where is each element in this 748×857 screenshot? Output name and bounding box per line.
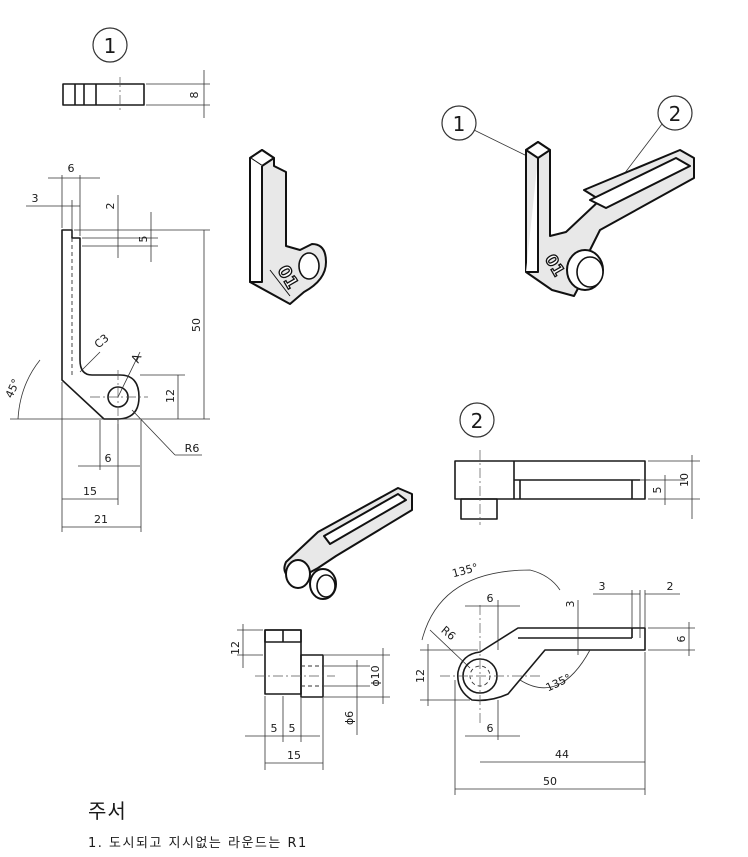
dim-arm-slot: 2 [667,580,674,593]
dim-height: 50 [190,318,203,332]
dim-neck-width: 5 [289,722,296,735]
dim-chamfer: C3 [92,332,112,351]
dim-hole-height: 12 [164,389,177,403]
svg-text:2: 2 [669,102,682,126]
notes-line-1: 1. 도시되고 지시없는 라운드는 R1 [88,836,308,851]
dim-plan-thickness: 8 [188,92,201,99]
assembly-balloon-1 [441,105,477,141]
dim-angle-top: 135° [451,561,480,580]
dim-head-height: 12 [229,641,242,655]
dim-shaft-dia: ϕ10 [369,665,382,686]
notes-title: 주서 [88,799,127,823]
dim-pin-dia: ϕ6 [343,711,356,725]
dim-bottom-offset: 6 [487,722,494,735]
dim-overall-width: 21 [94,513,108,526]
dim-part2-radius: R6 [438,624,458,643]
assembly-balloon-2 [657,95,693,131]
part2-front-view: 135° R6 6 3 3 2 6 135° 12 6 [414,561,695,795]
part2-side-view: 12 ϕ10 ϕ6 5 5 15 [229,624,390,770]
dim-step: 5 [137,236,150,243]
dim-top-offset: 6 [487,592,494,605]
svg-text:1: 1 [453,112,466,136]
dim-overall-length: 50 [543,775,557,788]
dim-height-10: 10 [678,473,691,487]
part1-plan-view: 8 [62,70,210,118]
part1-front-view: 6 3 2 5 50 C3 A 45° 12 R6 [3,162,210,532]
dim-arm-height: 6 [675,636,688,643]
dim-offset-left: 3 [32,192,39,205]
dim-slot-height: 5 [651,487,664,494]
dim-slot-depth-3: 3 [564,601,577,608]
svg-text:1: 1 [104,34,117,58]
part1-isometric: 01 [249,149,327,305]
part2-isometric [283,487,413,600]
section-mark: A [128,351,144,365]
dim-head-width: 5 [271,722,278,735]
part1-balloon: 1 [92,27,128,63]
part2-top-view: 5 10 [454,450,700,525]
dim-hole-center-x: 15 [83,485,97,498]
assembly-isometric: 1 2 01 [441,95,695,297]
dim-hole-offset: 6 [105,452,112,465]
part2-balloon: 2 [459,402,495,438]
svg-text:2: 2 [471,409,484,433]
dim-arm-length: 44 [555,748,569,761]
dim-slot-depth: 2 [104,203,117,210]
dim-side-overall: 15 [287,749,301,762]
dim-boss-height: 12 [414,669,427,683]
dim-angle: 45° [3,377,23,400]
dim-angle-bottom: 135° [544,671,574,694]
dim-arm-step: 3 [599,580,606,593]
dim-top-width: 6 [68,162,75,175]
dim-radius: R6 [185,442,200,455]
